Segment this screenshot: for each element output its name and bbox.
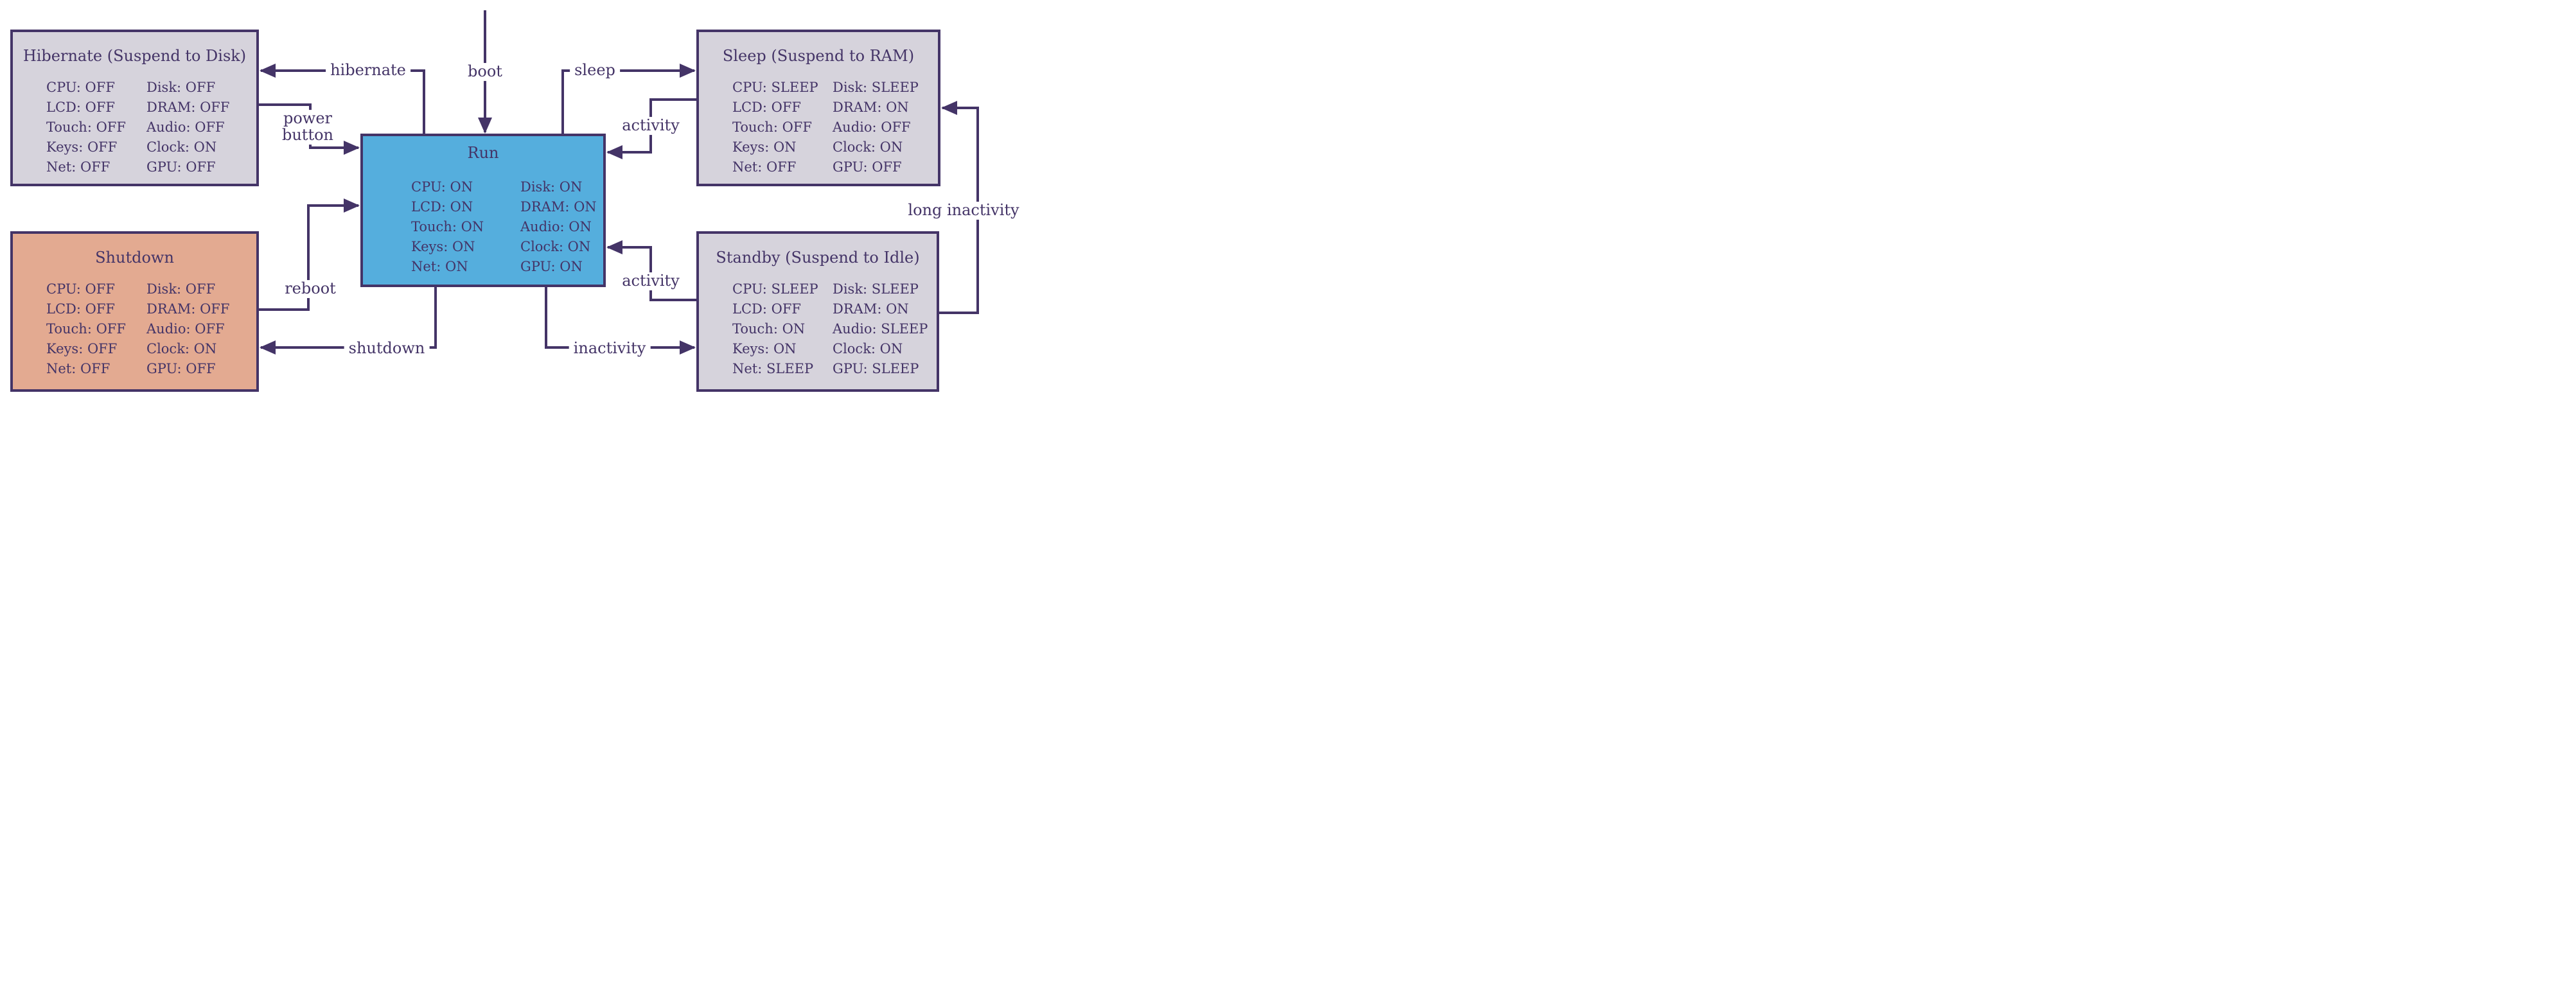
- state-run: Run CPU: ON Disk: ON LCD: ON DRAM: ON To…: [360, 134, 606, 287]
- edge-label-hibernate: hibernate: [326, 62, 410, 80]
- state-sleep: Sleep (Suspend to RAM) CPU: SLEEP Disk: …: [696, 30, 940, 186]
- state-field: Disk: OFF: [146, 281, 216, 297]
- edge-label-sleep: sleep: [570, 62, 620, 80]
- state-field: Touch: OFF: [46, 119, 126, 135]
- state-field: Touch: ON: [411, 219, 484, 234]
- state-field: LCD: OFF: [46, 100, 115, 115]
- state-field: Clock: ON: [146, 341, 217, 356]
- edge-shutdown: [260, 287, 437, 355]
- state-fields: CPU: OFF Disk: OFF LCD: OFF DRAM: OFF To…: [13, 279, 256, 379]
- edge-label-reboot: reboot: [280, 280, 340, 298]
- edge-inactivity: [545, 287, 696, 355]
- edge-hibernate: [260, 64, 425, 134]
- state-field: GPU: OFF: [833, 159, 902, 175]
- state-field: DRAM: ON: [833, 100, 909, 115]
- state-field: Touch: ON: [732, 321, 806, 337]
- diagram-canvas: Hibernate (Suspend to Disk) CPU: OFF Dis…: [0, 0, 1030, 401]
- state-fields: CPU: OFF Disk: OFF LCD: OFF DRAM: OFF To…: [13, 78, 256, 177]
- state-field: Net: OFF: [46, 159, 110, 175]
- edge-label-inactivity: inactivity: [569, 340, 651, 358]
- state-field: DRAM: ON: [833, 301, 909, 317]
- state-field: DRAM: OFF: [146, 100, 230, 115]
- state-field: Keys: ON: [732, 139, 797, 155]
- state-field: Audio: SLEEP: [833, 321, 928, 337]
- state-field: GPU: OFF: [146, 361, 216, 376]
- state-field: Clock: ON: [146, 139, 217, 155]
- edge-label-activity-sleep: activity: [617, 117, 684, 135]
- state-field: DRAM: OFF: [146, 301, 230, 317]
- state-field: Audio: OFF: [146, 321, 225, 337]
- state-field: Keys: ON: [732, 341, 797, 356]
- state-title: Standby (Suspend to Idle): [716, 249, 920, 267]
- state-field: Net: OFF: [732, 159, 797, 175]
- state-field: CPU: OFF: [46, 80, 115, 95]
- state-field: Audio: OFF: [833, 119, 911, 135]
- state-field: Net: ON: [411, 259, 468, 274]
- state-field: CPU: SLEEP: [732, 281, 818, 297]
- state-fields: CPU: SLEEP Disk: SLEEP LCD: OFF DRAM: ON…: [699, 78, 938, 177]
- state-fields: CPU: ON Disk: ON LCD: ON DRAM: ON Touch:…: [363, 177, 603, 277]
- edge-label-boot: boot: [463, 63, 507, 81]
- state-title: Run: [467, 144, 499, 162]
- edge-label-long-inactivity: long inactivity: [903, 202, 1024, 220]
- state-field: Touch: OFF: [732, 119, 812, 135]
- state-fields: CPU: SLEEP Disk: SLEEP LCD: OFF DRAM: ON…: [699, 279, 937, 379]
- edge-reboot: [259, 198, 360, 311]
- state-field: CPU: OFF: [46, 281, 115, 297]
- state-title: Sleep (Suspend to RAM): [722, 47, 915, 65]
- state-field: Disk: SLEEP: [833, 281, 919, 297]
- state-field: Net: SLEEP: [732, 361, 814, 376]
- state-shutdown: Shutdown CPU: OFF Disk: OFF LCD: OFF DRA…: [10, 231, 259, 392]
- edge-label-shutdown: shutdown: [344, 340, 430, 358]
- state-field: Clock: ON: [833, 139, 903, 155]
- state-field: LCD: OFF: [732, 100, 801, 115]
- state-field: Disk: SLEEP: [833, 80, 919, 95]
- state-field: Clock: ON: [833, 341, 903, 356]
- state-field: Clock: ON: [520, 239, 591, 254]
- state-field: Net: OFF: [46, 361, 110, 376]
- state-field: Disk: ON: [520, 179, 583, 195]
- state-field: Keys: ON: [411, 239, 475, 254]
- state-field: Audio: OFF: [146, 119, 225, 135]
- edge-sleep: [561, 64, 696, 134]
- state-title: Hibernate (Suspend to Disk): [22, 47, 247, 65]
- state-title: Shutdown: [95, 249, 174, 267]
- state-field: Keys: OFF: [46, 139, 118, 155]
- state-field: GPU: OFF: [146, 159, 216, 175]
- edge-label-activity-standby: activity: [617, 272, 684, 290]
- state-hibernate: Hibernate (Suspend to Disk) CPU: OFF Dis…: [10, 30, 259, 186]
- state-field: CPU: ON: [411, 179, 473, 195]
- state-field: Disk: OFF: [146, 80, 216, 95]
- state-field: Audio: ON: [520, 219, 592, 234]
- state-field: GPU: ON: [520, 259, 583, 274]
- state-field: Keys: OFF: [46, 341, 118, 356]
- state-field: LCD: OFF: [732, 301, 801, 317]
- state-field: LCD: ON: [411, 199, 473, 215]
- state-field: GPU: SLEEP: [833, 361, 919, 376]
- state-field: Touch: OFF: [46, 321, 126, 337]
- state-field: DRAM: ON: [520, 199, 597, 215]
- state-standby: Standby (Suspend to Idle) CPU: SLEEP Dis…: [696, 231, 939, 392]
- state-field: LCD: OFF: [46, 301, 115, 317]
- state-field: CPU: SLEEP: [732, 80, 818, 95]
- edge-label-power-button: power button: [277, 110, 339, 145]
